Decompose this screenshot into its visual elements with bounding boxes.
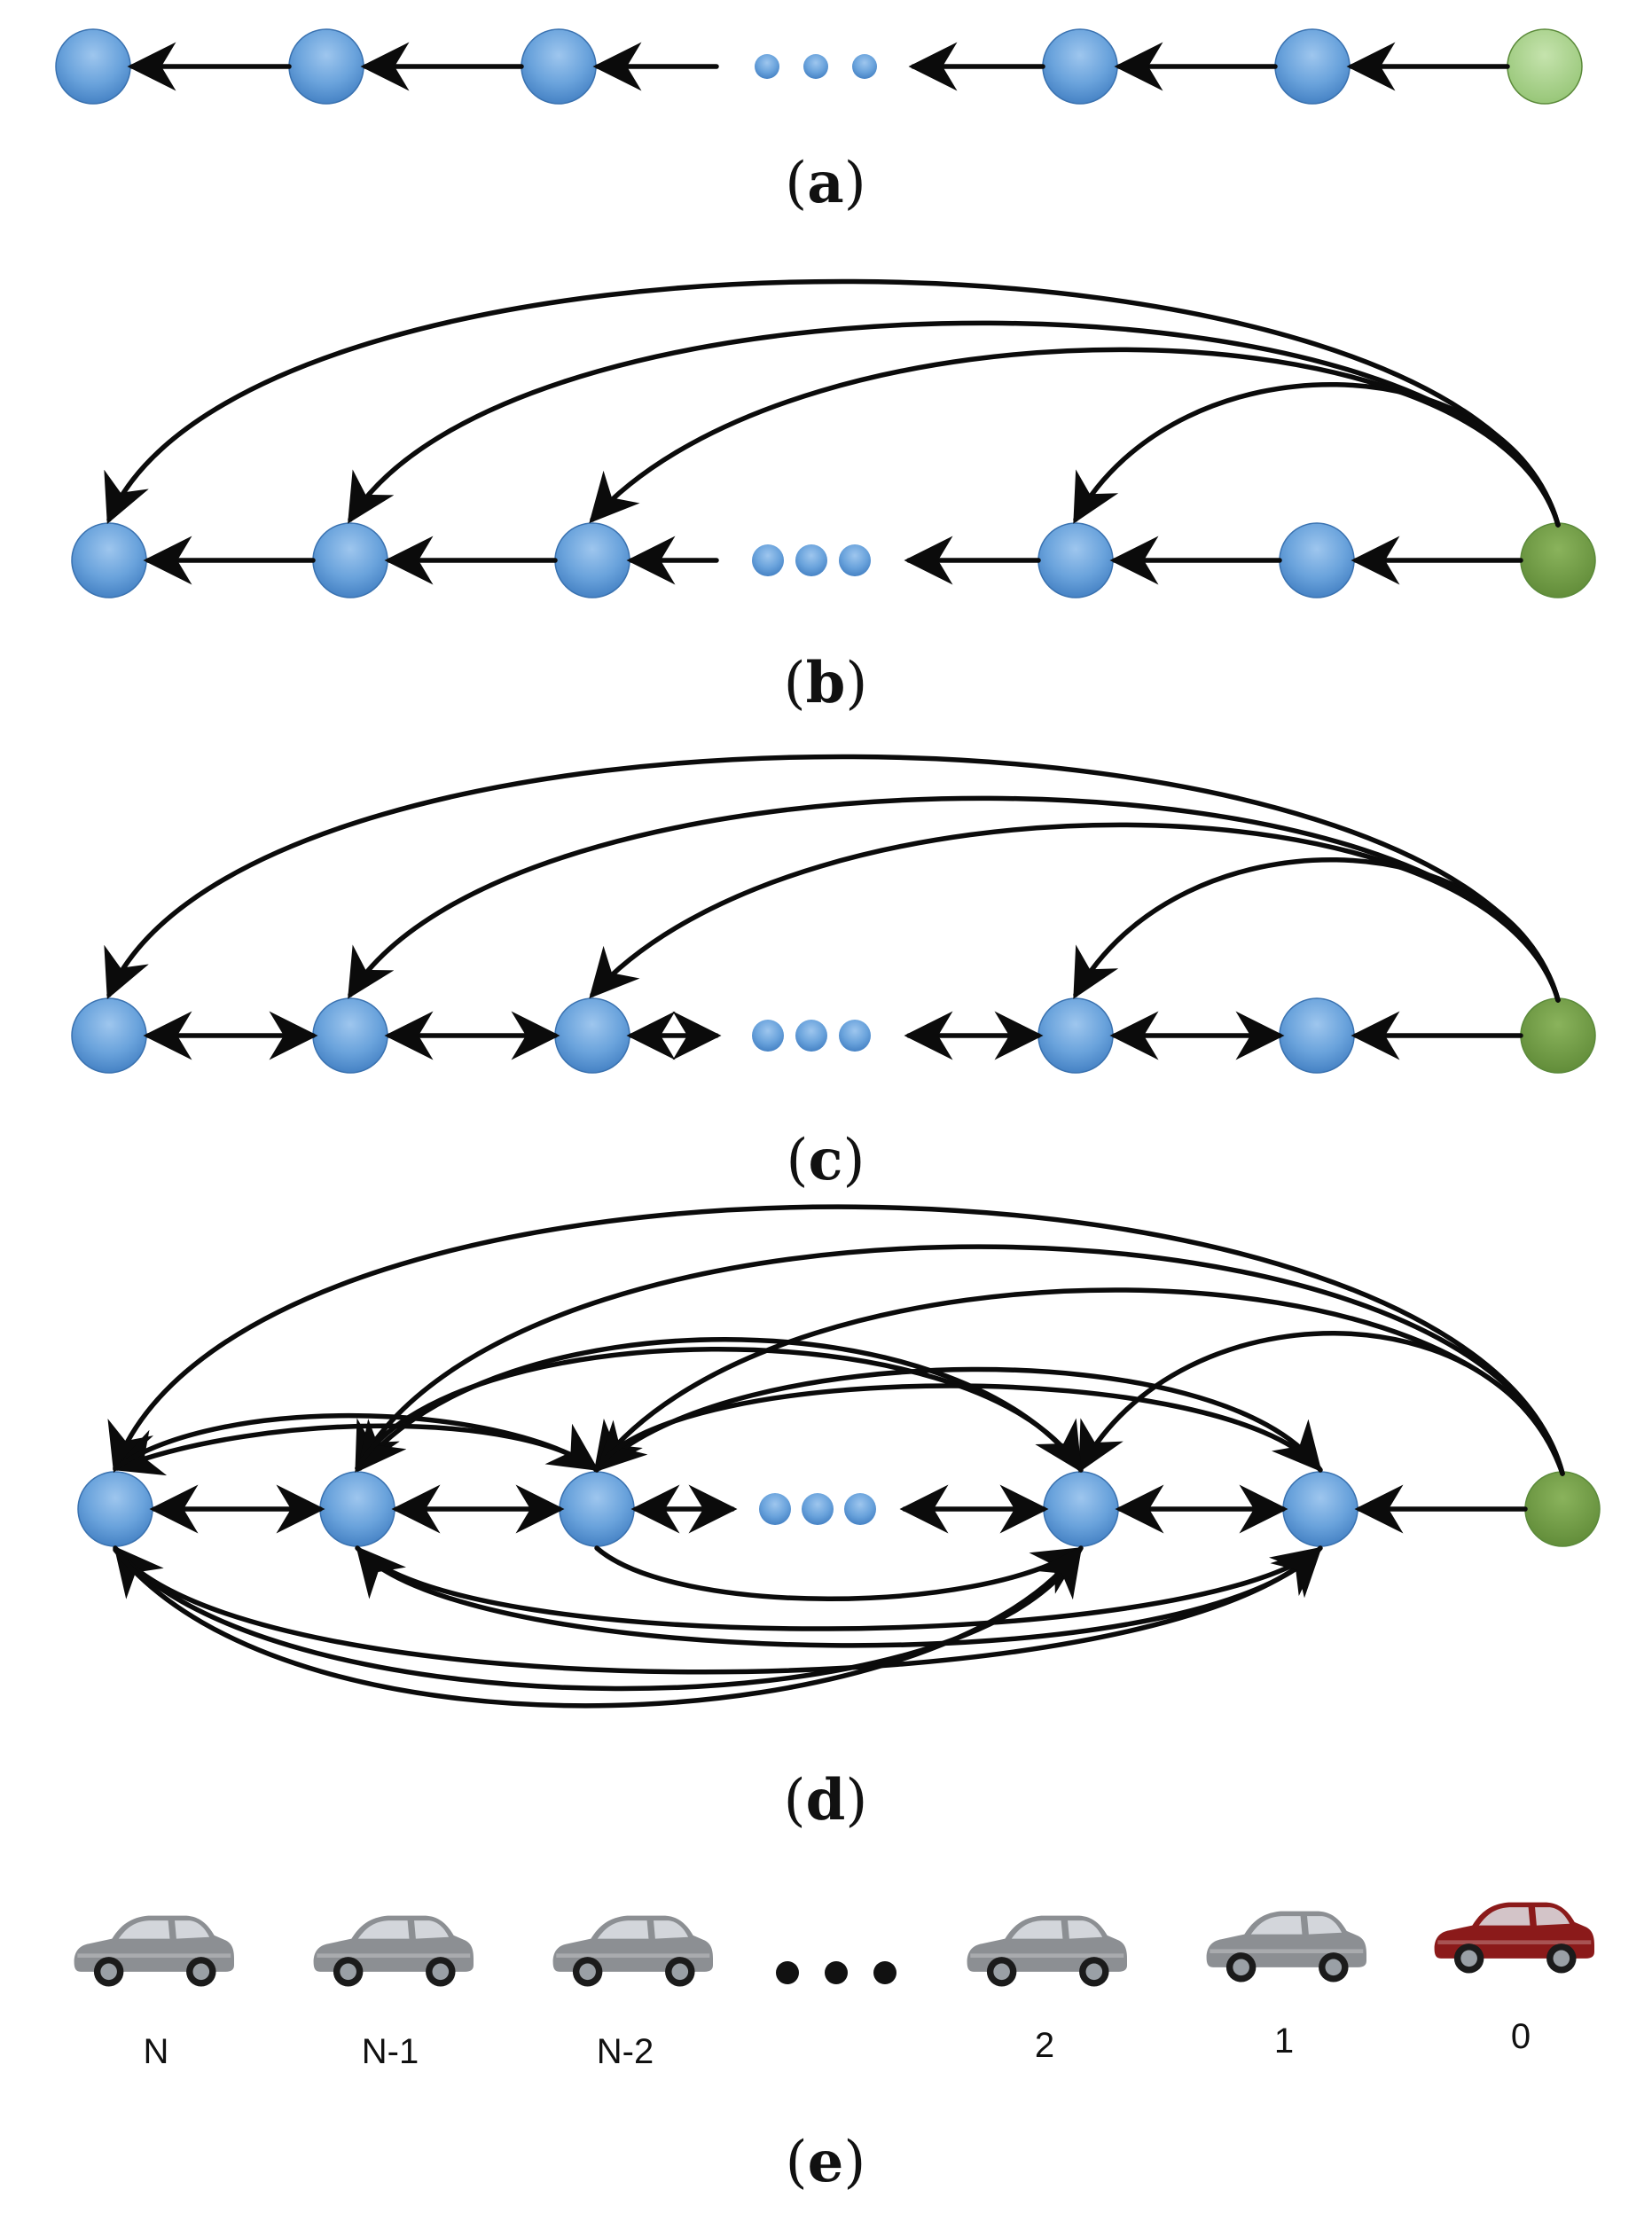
leader-node bbox=[1524, 1471, 1601, 1547]
leader-link-edge bbox=[107, 1204, 1565, 1476]
all-to-all-edge bbox=[112, 1423, 599, 1476]
all-to-all-edge bbox=[594, 1383, 1322, 1473]
follower-node bbox=[71, 997, 147, 1074]
follower-node bbox=[1042, 28, 1118, 105]
follower-node bbox=[521, 28, 597, 105]
panel-b-caption: (b) bbox=[784, 650, 868, 716]
ellipsis-node-dot bbox=[795, 1020, 827, 1052]
ellipsis-node-dot bbox=[752, 1020, 784, 1052]
panel-d-diagram bbox=[77, 1204, 1601, 1709]
all-to-all-edge bbox=[594, 1545, 1084, 1601]
follower-node bbox=[55, 28, 131, 105]
ellipsis-node-dot bbox=[802, 1493, 834, 1525]
vehicle-label-1: 1 bbox=[1274, 2022, 1294, 2061]
follower-car-icon bbox=[74, 1915, 234, 1987]
vehicle-label-2: 2 bbox=[1035, 2026, 1054, 2065]
ellipsis-node-dot bbox=[852, 54, 877, 79]
leader-link-edge bbox=[593, 1287, 1565, 1476]
leader-node bbox=[1507, 28, 1583, 105]
ellipsis-dots-icon bbox=[776, 1961, 896, 1984]
follower-node bbox=[1279, 522, 1355, 598]
follower-node bbox=[1037, 522, 1114, 598]
panel-d-caption: (d) bbox=[784, 1767, 868, 1834]
follower-car-icon bbox=[967, 1915, 1127, 1987]
panel-b-diagram bbox=[71, 278, 1596, 598]
ellipsis-node-dot bbox=[844, 1493, 876, 1525]
leader-node bbox=[1520, 997, 1596, 1074]
leader-link-edge bbox=[1073, 856, 1561, 1003]
leader-node bbox=[1520, 522, 1596, 598]
leader-link-edge bbox=[104, 278, 1561, 528]
follower-node bbox=[288, 28, 364, 105]
leader-link-edge bbox=[1073, 381, 1561, 528]
panel-e-caption: (e) bbox=[786, 2129, 866, 2195]
panel-c-diagram bbox=[71, 754, 1596, 1074]
all-to-all-edge bbox=[355, 1347, 1082, 1473]
ellipsis-node-dot bbox=[803, 54, 828, 79]
leader-link-edge bbox=[348, 795, 1561, 1003]
ellipsis-node-dot bbox=[795, 544, 827, 576]
follower-car-icon bbox=[313, 1915, 474, 1987]
all-to-all-edge bbox=[113, 1412, 599, 1472]
follower-car-icon bbox=[552, 1915, 713, 1987]
leader-link-edge bbox=[355, 1244, 1565, 1476]
vehicle-label-0: 0 bbox=[1511, 2017, 1531, 2056]
leader-car-icon bbox=[1434, 1902, 1594, 1974]
follower-node bbox=[554, 522, 630, 598]
panel-e-vehicles: N N-1 N-2 2 1 0 (e) bbox=[74, 1902, 1594, 2195]
leader-link-edge bbox=[589, 822, 1561, 1003]
ellipsis-node-dot bbox=[839, 1020, 871, 1052]
ellipsis-node-dot bbox=[752, 544, 784, 576]
vehicle-label-N-1: N-1 bbox=[362, 2032, 419, 2071]
follower-node bbox=[1279, 997, 1355, 1074]
panel-a-caption: (a) bbox=[785, 150, 865, 216]
follower-node bbox=[1274, 28, 1351, 105]
follower-node bbox=[71, 522, 147, 598]
ellipsis-node-dot bbox=[755, 54, 779, 79]
follower-node bbox=[319, 1471, 395, 1547]
follower-node bbox=[1037, 997, 1114, 1074]
ellipsis-node-dot bbox=[839, 544, 871, 576]
panel-c-caption: (c) bbox=[787, 1127, 865, 1193]
ellipsis-node-dot bbox=[759, 1493, 791, 1525]
leader-link-edge bbox=[589, 347, 1561, 528]
leader-link-edge bbox=[348, 320, 1561, 528]
follower-node bbox=[1282, 1471, 1358, 1547]
follower-node bbox=[1043, 1471, 1119, 1547]
follower-node bbox=[312, 522, 388, 598]
panel-a-diagram bbox=[55, 28, 1583, 105]
follower-node bbox=[312, 997, 388, 1074]
all-to-all-edge bbox=[113, 1545, 1083, 1709]
follower-node bbox=[559, 1471, 635, 1547]
all-to-all-edge bbox=[355, 1545, 1323, 1631]
follower-node bbox=[554, 997, 630, 1074]
follower-node bbox=[77, 1471, 153, 1547]
follower-car-icon bbox=[1206, 1911, 1366, 1982]
vehicle-label-N: N bbox=[144, 2032, 169, 2071]
all-to-all-edge bbox=[113, 1545, 1322, 1675]
leader-link-edge bbox=[104, 754, 1561, 1003]
vehicle-label-N-2: N-2 bbox=[597, 2032, 654, 2071]
